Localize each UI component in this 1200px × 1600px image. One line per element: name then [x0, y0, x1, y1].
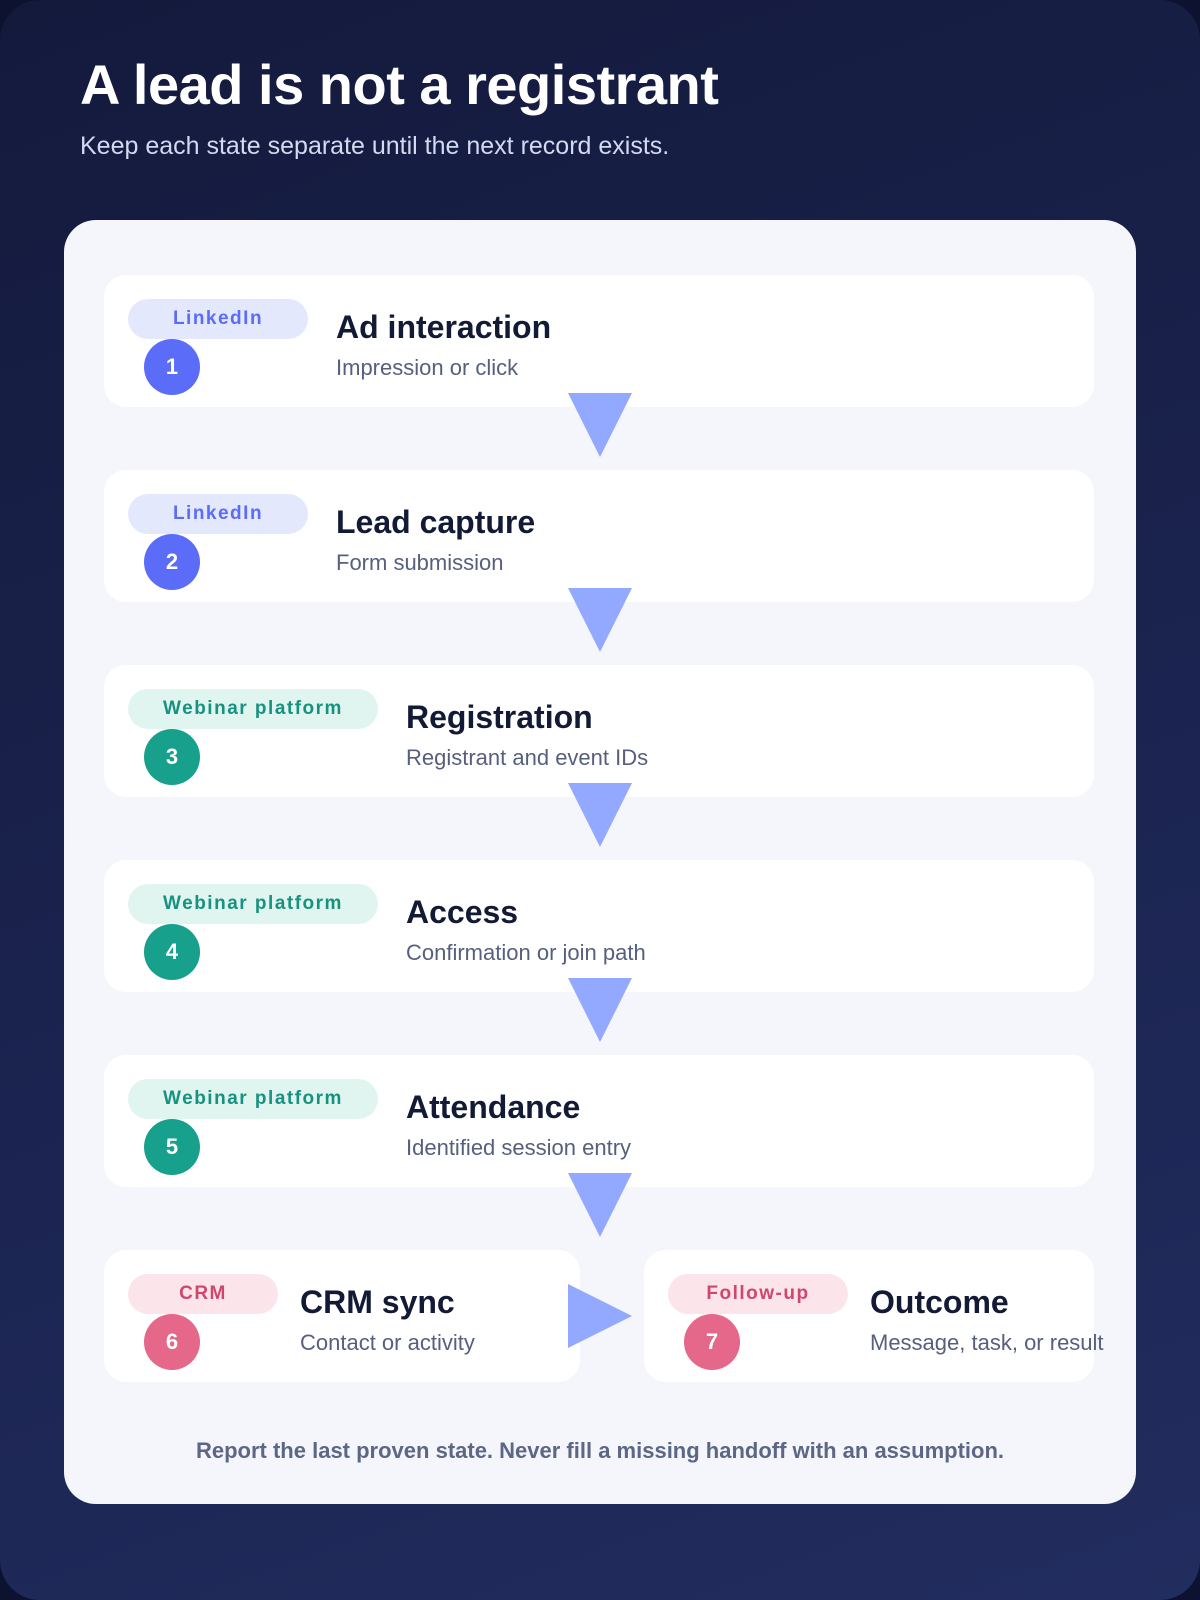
flow-arrow-down	[568, 1173, 632, 1237]
flow-arrow-down	[568, 978, 632, 1042]
step-title: Outcome	[870, 1284, 1009, 1320]
flow-arrow-down	[568, 588, 632, 652]
step-title: Registration	[406, 699, 593, 735]
step-number-badge: 7	[684, 1314, 740, 1370]
step-description: Contact or activity	[300, 1330, 475, 1355]
step-title: Access	[406, 894, 519, 930]
step-card-registration: Webinar platform 3 Registration Registra…	[104, 665, 1094, 797]
step-card-crm-sync: CRM 6 CRM sync Contact or activity	[104, 1250, 580, 1382]
step-description: Identified session entry	[406, 1135, 632, 1160]
step-number-badge: 1	[144, 339, 200, 395]
step-description: Message, task, or result	[870, 1330, 1104, 1355]
step-card-access: Webinar platform 4 Access Confirmation o…	[104, 860, 1094, 992]
step-title: CRM sync	[300, 1284, 455, 1320]
step-number-badge: 5	[144, 1119, 200, 1175]
page-title: A lead is not a registrant	[80, 53, 719, 116]
source-pill-linkedin: LinkedIn	[128, 299, 308, 339]
source-pill-linkedin: LinkedIn	[128, 494, 308, 534]
step-number-badge: 6	[144, 1314, 200, 1370]
source-pill-crm: CRM	[128, 1274, 278, 1314]
step-card-ad-interaction: LinkedIn 1 Ad interaction Impression or …	[104, 275, 1094, 407]
step-description: Impression or click	[336, 355, 519, 380]
flow-arrow-right	[568, 1284, 632, 1348]
flow-panel: LinkedIn 1 Ad interaction Impression or …	[64, 220, 1136, 1504]
flow-arrow-down	[568, 783, 632, 847]
source-pill-webinar-platform: Webinar platform	[128, 884, 378, 924]
source-pill-follow-up: Follow-up	[668, 1274, 848, 1314]
step-number-badge: 2	[144, 534, 200, 590]
step-card-outcome: Follow-up 7 Outcome Message, task, or re…	[644, 1250, 1104, 1382]
step-card-lead-capture: LinkedIn 2 Lead capture Form submission	[104, 470, 1094, 602]
step-card-attendance: Webinar platform 5 Attendance Identified…	[104, 1055, 1094, 1187]
step-description: Registrant and event IDs	[406, 745, 649, 770]
page-subtitle: Keep each state separate until the next …	[80, 132, 670, 160]
step-description: Form submission	[336, 550, 504, 575]
step-title: Attendance	[406, 1089, 581, 1125]
source-pill-webinar-platform: Webinar platform	[128, 1079, 378, 1119]
step-title: Ad interaction	[336, 309, 552, 345]
step-title: Lead capture	[336, 504, 536, 540]
footer-note: Report the last proven state. Never fill…	[195, 1438, 1005, 1463]
step-number-badge: 4	[144, 924, 200, 980]
source-pill-webinar-platform: Webinar platform	[128, 689, 378, 729]
step-description: Confirmation or join path	[406, 940, 646, 965]
step-number-badge: 3	[144, 729, 200, 785]
flow-arrow-down	[568, 393, 632, 457]
